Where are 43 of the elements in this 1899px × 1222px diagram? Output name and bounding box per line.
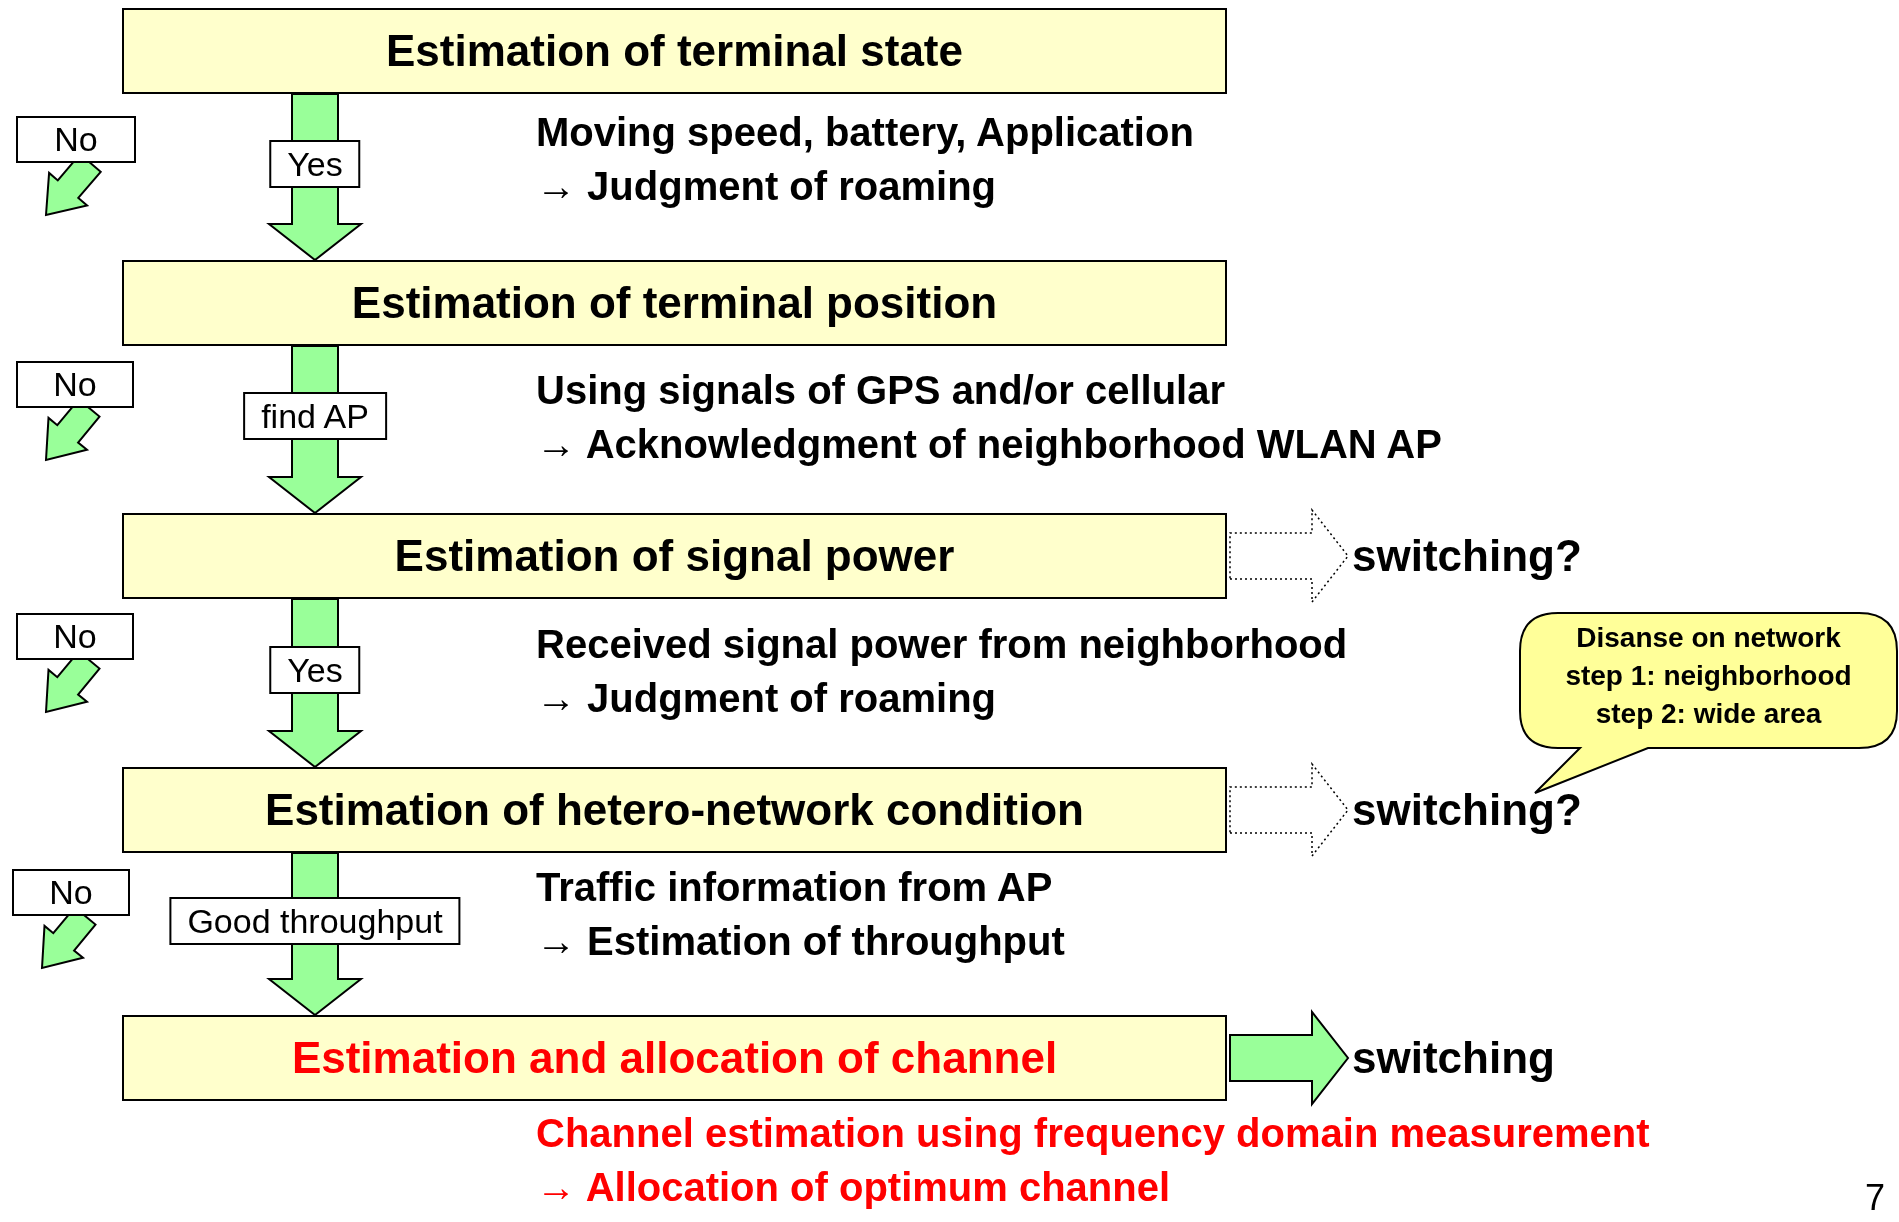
result-label: switching? — [1352, 782, 1612, 838]
edge-label: find AP — [243, 392, 387, 441]
description-text: Moving speed, battery, Application — [536, 109, 1194, 156]
process-box — [122, 8, 1227, 94]
speech-bubble — [1518, 611, 1899, 795]
branch-label: No — [53, 616, 97, 657]
outline-arrow — [1229, 761, 1349, 859]
label-box — [16, 116, 136, 163]
bubble-text: step 1: neighborhood — [1565, 659, 1852, 693]
label-box — [12, 869, 130, 916]
description-text: → Estimation of throughput — [536, 918, 1065, 965]
process-box — [122, 260, 1227, 346]
process-box — [122, 767, 1227, 853]
label-box — [16, 613, 134, 660]
process-box — [122, 513, 1227, 599]
box-title: Estimation of hetero-network condition — [265, 784, 1084, 836]
branch-label: No — [49, 872, 93, 913]
box-title: Estimation and allocation of channel — [291, 1032, 1058, 1084]
label-box — [16, 361, 134, 408]
description-text: Channel estimation using frequency domain measurement — [536, 1110, 1650, 1157]
edge-label: Good throughput — [169, 897, 461, 946]
box-title: Estimation of terminal position — [351, 277, 998, 329]
result-label: switching? — [1352, 528, 1612, 584]
description-text: → Acknowledgment of neighborhood WLAN AP — [536, 421, 1442, 468]
description-text: → Allocation of optimum channel — [536, 1164, 1172, 1211]
box-title: Estimation of terminal state — [386, 25, 963, 77]
branch-label: No — [53, 364, 97, 405]
bubble-text: step 2: wide area — [1595, 697, 1822, 731]
edge-label: Yes — [269, 139, 361, 188]
description-text: → Judgment of roaming — [536, 675, 997, 722]
box-title: Estimation of signal power — [394, 530, 955, 582]
block-arrow — [1229, 1009, 1350, 1107]
page-number: 7 — [1864, 1178, 1885, 1218]
description-text: Received signal power from neighborhood — [536, 621, 1348, 668]
description-text: Traffic information from AP — [536, 864, 1054, 911]
edge-label: Yes — [269, 645, 361, 694]
description-text: Using signals of GPS and/or cellular — [536, 367, 1227, 414]
process-box — [122, 1015, 1227, 1101]
branch-label: No — [54, 119, 98, 160]
bubble-text: Disanse on network — [1576, 621, 1841, 655]
outline-arrow — [1229, 507, 1349, 605]
description-text: → Judgment of roaming — [536, 163, 997, 210]
result-label: switching — [1352, 1030, 1592, 1086]
